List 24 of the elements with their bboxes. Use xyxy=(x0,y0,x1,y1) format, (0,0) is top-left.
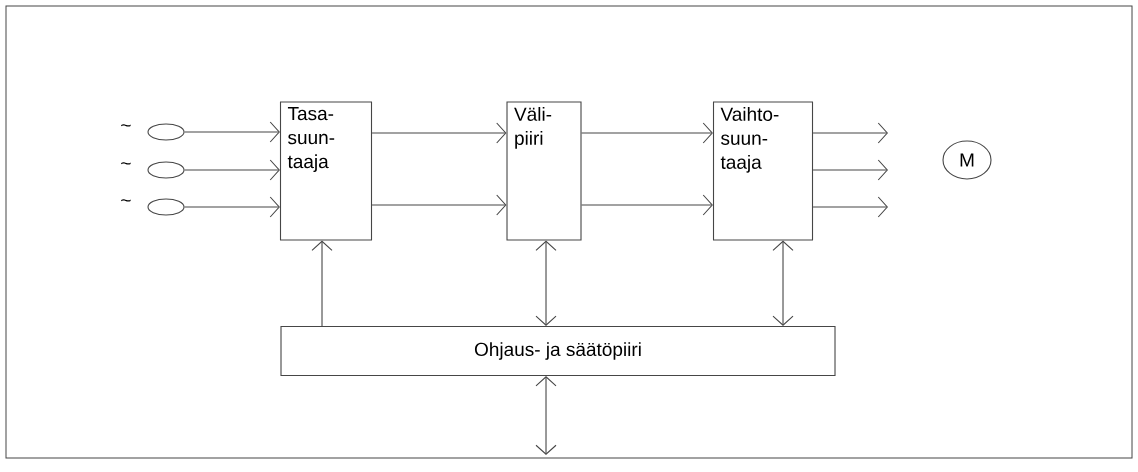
process-box: Tasa- suun- taaja xyxy=(279,101,373,241)
arrow xyxy=(535,240,557,326)
arrow xyxy=(184,196,280,218)
process-box: Väli- piiri xyxy=(506,101,582,241)
process-box: Vaihto- suun- taaja xyxy=(712,101,814,241)
arrow xyxy=(772,240,794,326)
arrow xyxy=(371,194,507,216)
arrow xyxy=(581,194,713,216)
phase-label: ~ xyxy=(121,199,131,202)
arrow xyxy=(581,122,713,144)
arrow xyxy=(184,159,280,181)
arrow xyxy=(812,196,888,218)
phase-ellipse xyxy=(147,123,185,141)
phase-ellipse xyxy=(147,161,185,179)
phase-ellipse xyxy=(147,198,185,216)
phase-label: ~ xyxy=(121,124,131,127)
arrow xyxy=(371,122,507,144)
arrow xyxy=(535,376,557,455)
arrow xyxy=(812,159,888,181)
arrow xyxy=(812,122,888,144)
phase-label: ~ xyxy=(121,162,131,165)
control-box: Ohjaus- ja säätöpiiri xyxy=(280,325,836,377)
arrow xyxy=(184,121,280,143)
arrow xyxy=(311,240,333,327)
